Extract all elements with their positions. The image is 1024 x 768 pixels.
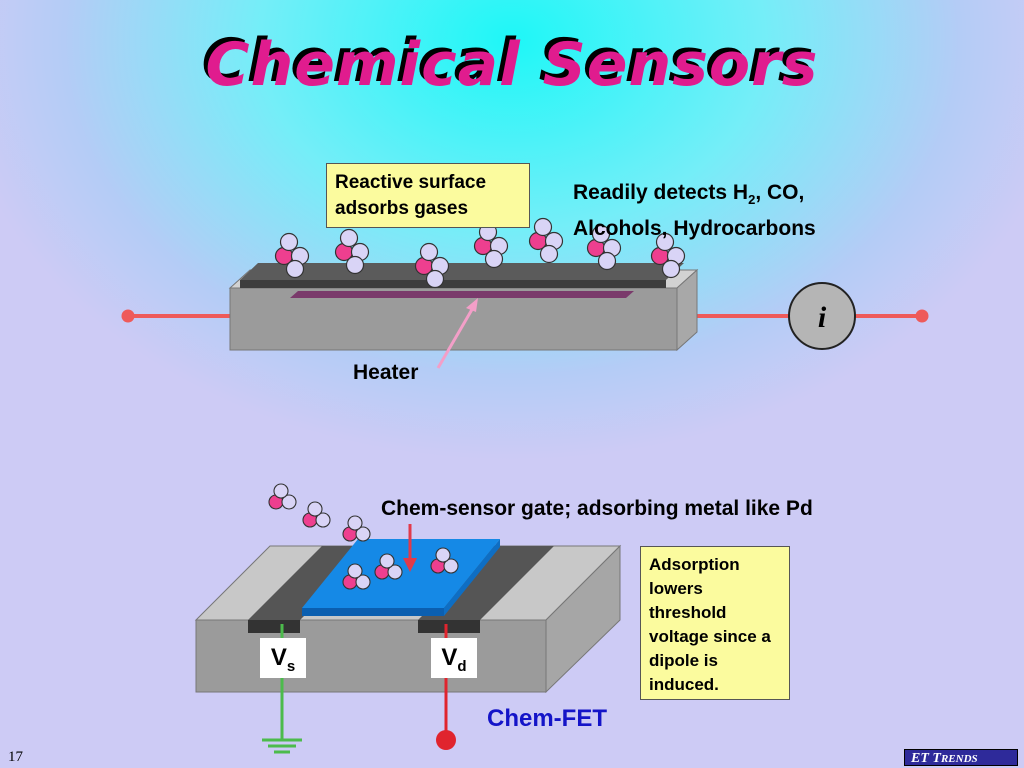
left-terminal: [121, 309, 135, 323]
chem-fet-caption: Chem-FET: [487, 705, 607, 732]
current-meter: [788, 282, 856, 350]
heater-label: Heater: [353, 361, 419, 384]
detects-line-2: Alcohols, Hydrocarbons: [573, 217, 816, 241]
heater-arrowhead: [466, 298, 478, 312]
slide-number: 17: [8, 749, 23, 765]
gate-front: [302, 608, 444, 616]
right-terminal: [915, 309, 929, 323]
reactive-surface-callout: Reactive surface adsorbs gases: [326, 163, 530, 228]
slide-title: Chemical Sensors: [205, 30, 819, 100]
top-sensor: i: [121, 217, 929, 369]
vs-label: Vs: [260, 638, 306, 678]
gate-arrowhead: [403, 558, 417, 572]
reactive-film-top: [240, 263, 684, 280]
vd-label: Vd: [431, 638, 477, 678]
adsorption-note: Adsorption lowers threshold voltage sinc…: [640, 546, 790, 700]
reactive-film-front: [240, 280, 666, 288]
drain-contact-front: [418, 620, 480, 633]
heater-arrow: [436, 305, 476, 369]
gate-side: [444, 539, 500, 616]
detects-line-1: Readily detects H2, CO,: [573, 181, 805, 208]
detects-text: Readily detects H2, CO, Alcohols, Hydroc…: [573, 178, 816, 243]
heater-strip: [290, 291, 634, 298]
ground-icon: [262, 738, 302, 754]
et-trends-logo: ET TRENDS: [904, 749, 1018, 766]
drain-terminal: [436, 730, 456, 750]
current-symbol: i: [818, 301, 827, 334]
chem-fet: [194, 483, 622, 754]
source-contact-front: [248, 620, 300, 633]
gate-label: Chem-sensor gate; adsorbing metal like P…: [381, 497, 813, 520]
